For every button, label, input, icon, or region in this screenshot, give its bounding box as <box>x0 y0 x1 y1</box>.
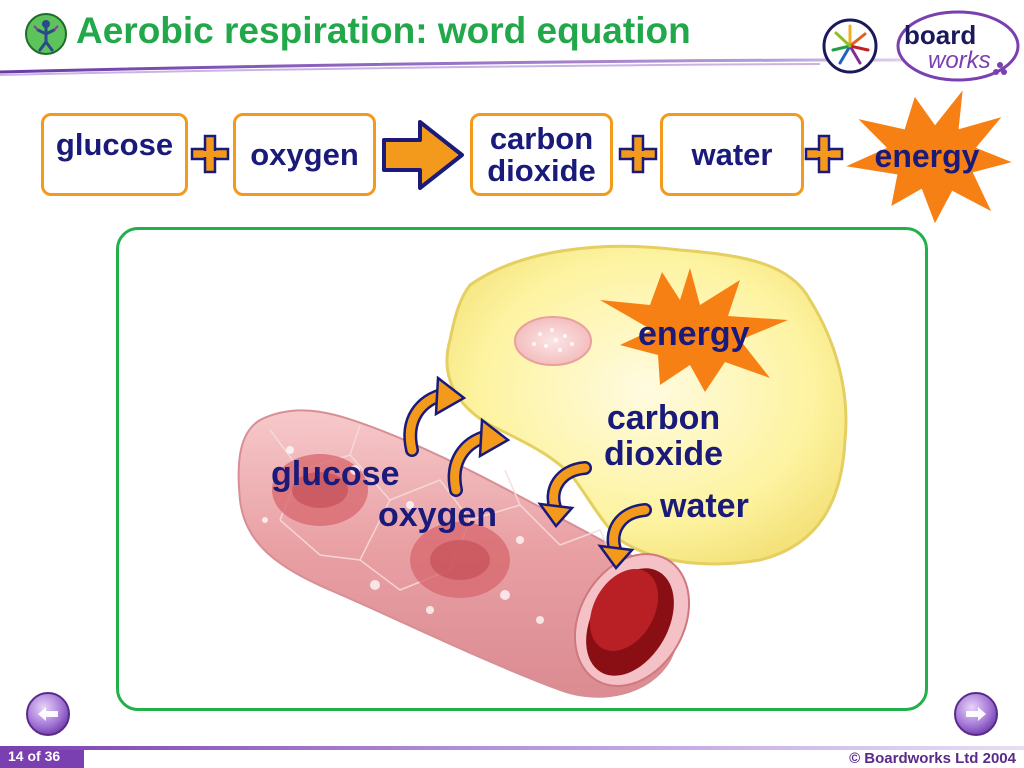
footer-bar <box>0 746 1024 768</box>
diagram-energy-label: energy <box>638 315 750 353</box>
plus-icon <box>804 134 844 174</box>
diagram-co2-line1: carbon <box>606 399 721 437</box>
boardworks-logo: board works <box>822 10 1020 82</box>
diagram-glucose-label: glucose <box>271 455 400 493</box>
plus-icon <box>190 134 230 174</box>
equation-water-label: water <box>691 136 773 172</box>
diagram-water-label: water <box>660 487 749 525</box>
energy-burst-icon <box>846 90 1012 224</box>
next-arrow-icon <box>966 707 986 721</box>
yields-arrow-icon <box>382 120 464 190</box>
oxygen-in-arrow-icon <box>447 417 511 497</box>
glucose-in-arrow-icon <box>403 375 467 457</box>
equation-glucose-label: glucose <box>55 126 174 162</box>
logo-text-board: board <box>904 20 976 50</box>
logo-text-works: works <box>928 47 991 74</box>
prev-arrow-icon <box>38 707 58 721</box>
equation-carbon-dioxide-label: carbon dioxide <box>487 120 596 188</box>
equation-energy-label: energy <box>874 138 980 174</box>
next-slide-button[interactable] <box>952 690 1000 738</box>
equation-co2-line2: dioxide <box>487 152 596 188</box>
water-out-arrow-icon <box>597 503 652 570</box>
equation-co2-line1: carbon <box>489 120 594 156</box>
cell-energy-burst-icon <box>600 268 788 392</box>
slide-counter: 14 of 36 <box>8 748 61 764</box>
equation-oxygen-box: oxygen <box>233 113 376 196</box>
diagram-oxygen-label: oxygen <box>378 496 498 534</box>
tree-person-icon <box>25 13 67 55</box>
equation-carbon-dioxide-box: carbon dioxide <box>470 113 613 196</box>
diagram-co2-line2: dioxide <box>604 435 724 473</box>
copyright-text: © Boardworks Ltd 2004 <box>849 750 1016 767</box>
equation-oxygen-label: oxygen <box>250 136 359 172</box>
equation-glucose-box: glucose <box>41 113 188 196</box>
header-divider <box>0 58 1024 76</box>
diagram-carbon-dioxide-label: carbon dioxide <box>604 400 723 472</box>
equation-water-box: water <box>660 113 804 196</box>
cell-nucleus <box>514 316 592 366</box>
plus-icon <box>618 134 658 174</box>
word-equation-graphics <box>190 90 1012 224</box>
page-title: Aerobic respiration: word equation <box>76 10 691 51</box>
carbon-dioxide-out-arrow-icon <box>537 461 592 528</box>
prev-slide-button[interactable] <box>24 690 72 738</box>
cell-and-capillary-illustration <box>237 244 848 698</box>
